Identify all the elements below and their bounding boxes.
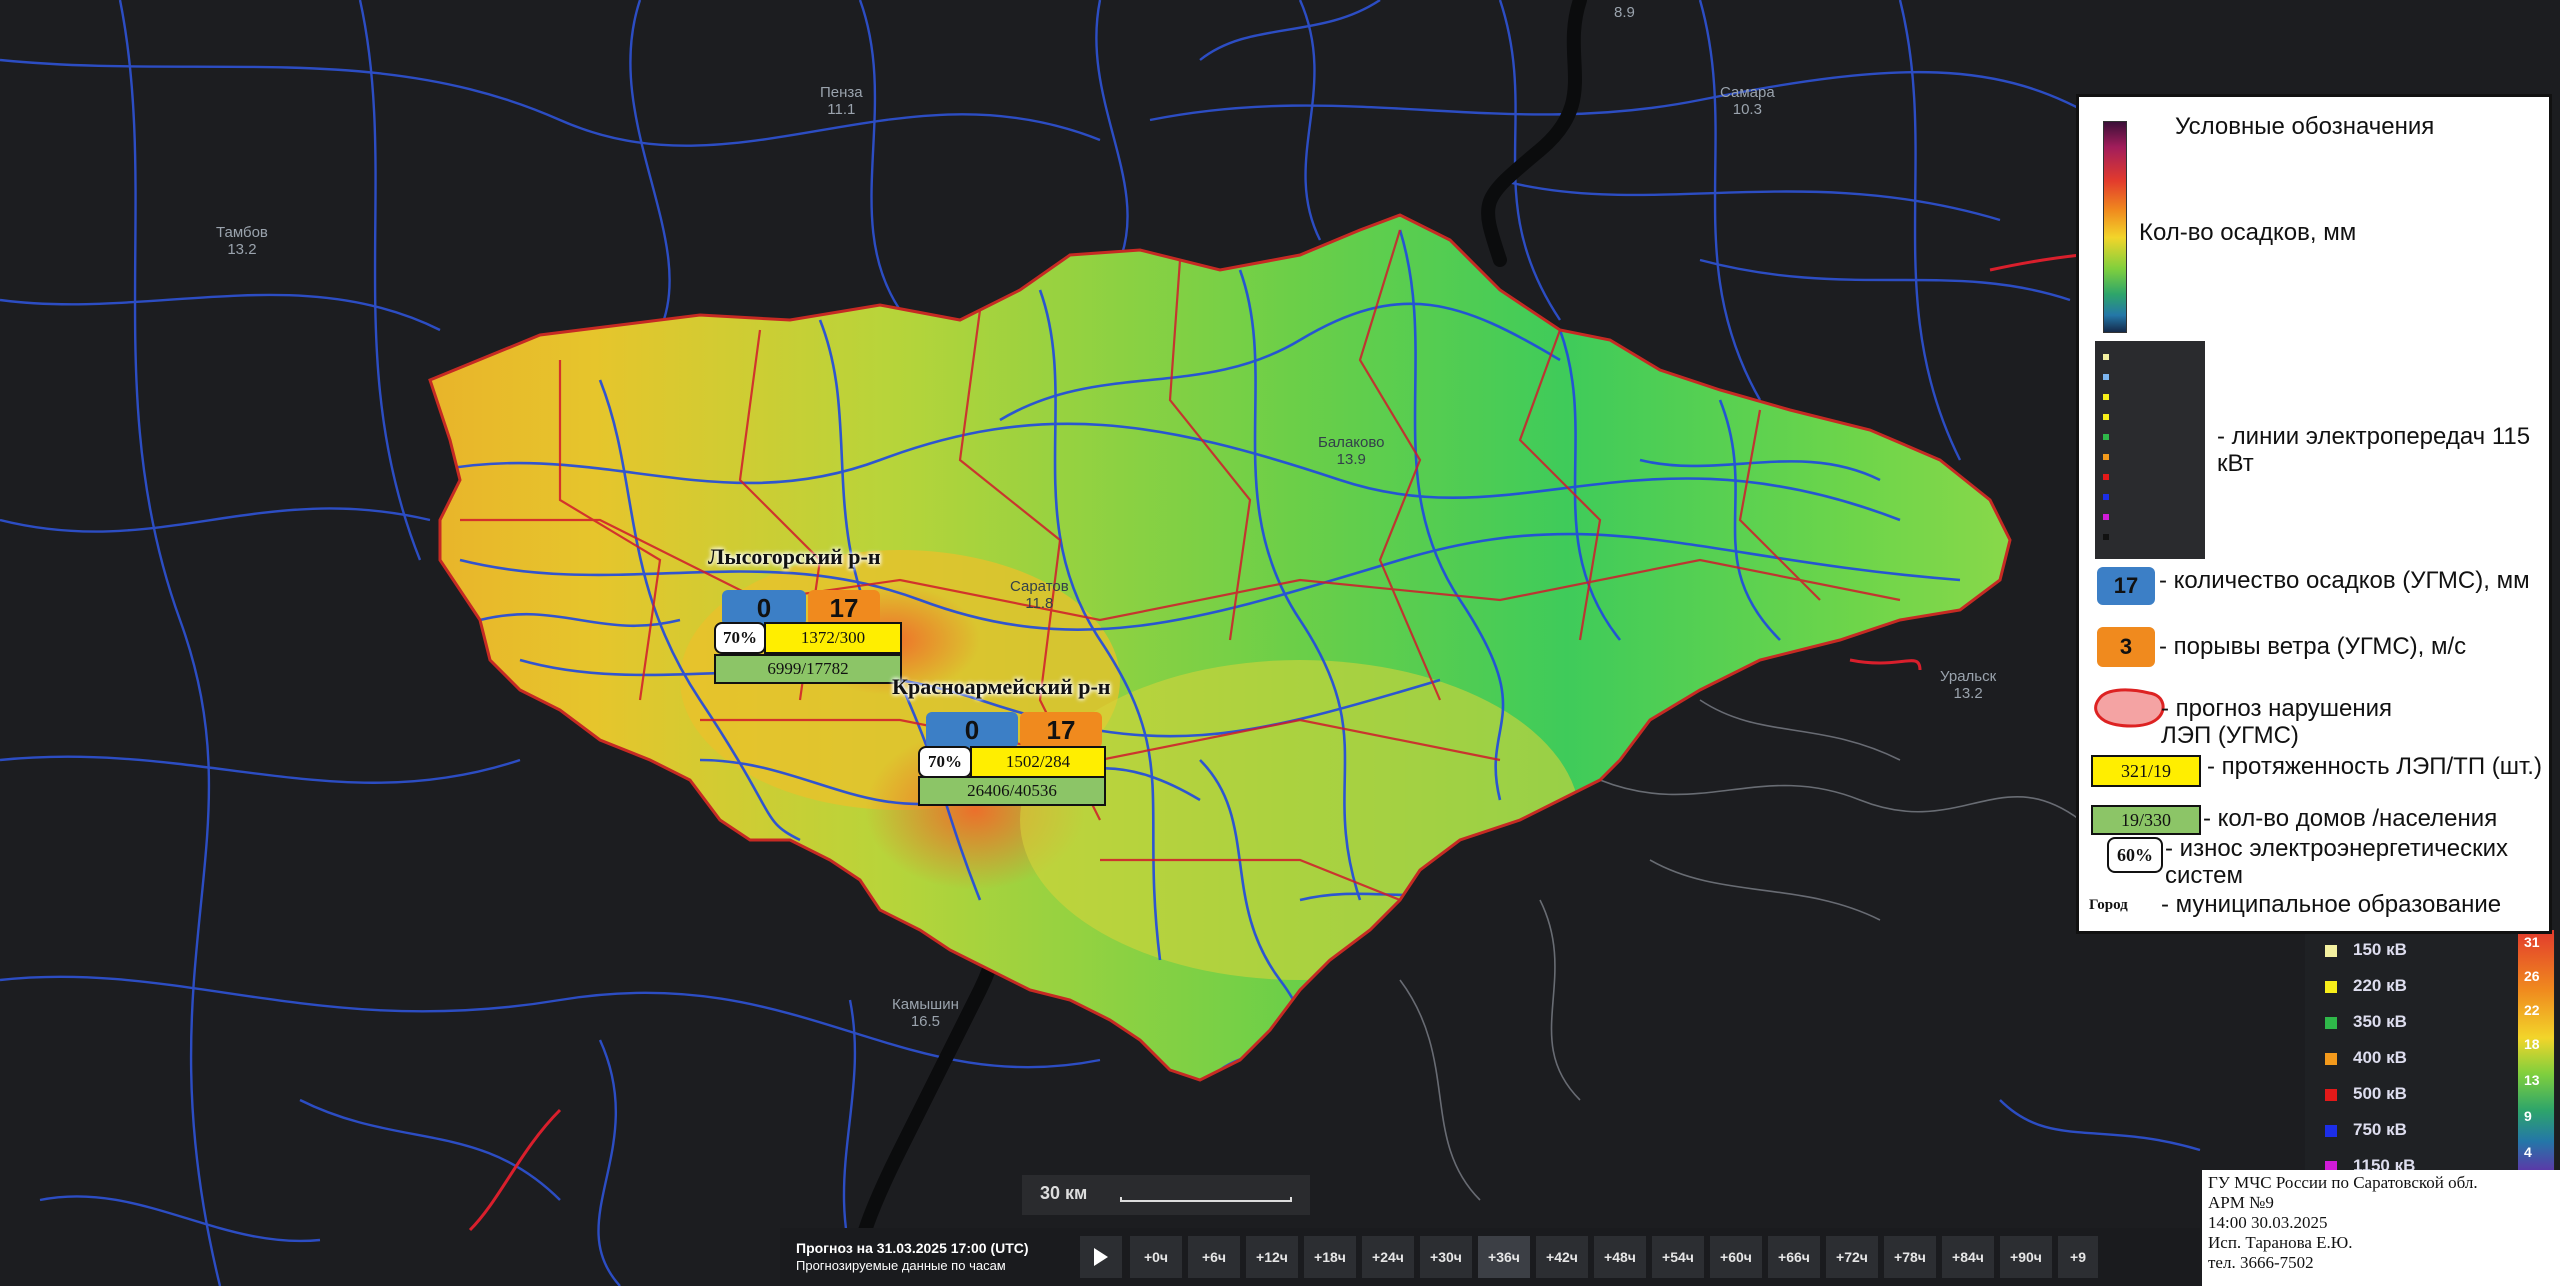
district-name: Лысогорский р-н [708, 544, 881, 569]
timeline-step-60[interactable]: +60ч [1710, 1236, 1762, 1278]
timeline-step-78[interactable]: +78ч [1884, 1236, 1936, 1278]
precip-scale-tick: 4 [2524, 1144, 2532, 1160]
timeline-step-54[interactable]: +54ч [1652, 1236, 1704, 1278]
wear-label: - износ электроэнергетических систем [2165, 835, 2508, 889]
timeline-step-90[interactable]: +90ч [2000, 1236, 2052, 1278]
timeline-step-96[interactable]: +9 [2058, 1236, 2098, 1278]
legend-panel: Условные обозначения Кол-во осадков, мм … [2076, 94, 2552, 934]
legend-title: Условные обозначения [2175, 113, 2435, 140]
timeline-step-18[interactable]: +18ч [1304, 1236, 1356, 1278]
wind-badge: 17 [1020, 712, 1102, 748]
wind-sample-badge: 3 [2097, 627, 2155, 667]
rain-label: - количество осадков (УГМС), мм [2159, 567, 2530, 594]
scale-line [1120, 1197, 1292, 1202]
play-button[interactable] [1080, 1236, 1122, 1278]
lines-count-label: - протяженность ЛЭП/ТП (шт.) [2207, 753, 2542, 780]
rain-sample-badge: 17 [2097, 567, 2155, 605]
timeline-step-6[interactable]: +6ч [1188, 1236, 1240, 1278]
wear-box: 70% [918, 746, 972, 778]
precip-scale-bar [2518, 930, 2554, 1170]
houses-label: - кол-во домов /населения [2203, 805, 2498, 832]
background-grey-roads [1399, 699, 2081, 1201]
houses-sample-box: 19/330 [2091, 805, 2201, 835]
wind-badge: 17 [808, 590, 880, 626]
play-icon [1094, 1248, 1108, 1266]
timeline-step-72[interactable]: +72ч [1826, 1236, 1878, 1278]
stamp-org: ГУ МЧС России по Саратовской обл. [2208, 1173, 2478, 1192]
lines-sample-box: 321/19 [2091, 755, 2201, 787]
precip-color-bar [2103, 121, 2127, 333]
houses-box: 6999/17782 [714, 654, 902, 684]
voltage-item: 350 кВ [2325, 1012, 2407, 1032]
wear-sample-box: 60% [2107, 837, 2163, 873]
saratov-region-border [428, 213, 2012, 1082]
timeline-step-36[interactable]: +36ч [1478, 1236, 1530, 1278]
voltage-item: 400 кВ [2325, 1048, 2407, 1068]
voltage-item: 500 кВ [2325, 1084, 2407, 1104]
precip-scale-tick: 22 [2524, 1002, 2540, 1018]
city-label-top: 8.9 [1614, 4, 1635, 21]
author-stamp: ГУ МЧС России по Саратовской обл. АРМ №9… [2202, 1170, 2560, 1286]
forecast-subtitle: Прогнозируемые данные по часам [796, 1258, 1006, 1273]
rain-badge: 0 [926, 712, 1018, 748]
background-power-lines [0, 0, 2201, 1286]
timeline-step-30[interactable]: +30ч [1420, 1236, 1472, 1278]
rain-badge: 0 [722, 590, 806, 626]
voltage-item: 750 кВ [2325, 1120, 2407, 1140]
city-sample: Город [2089, 897, 2128, 913]
timeline-step-84[interactable]: +84ч [1942, 1236, 1994, 1278]
voltage-legend-panel: 150 кВ 220 кВ 350 кВ 400 кВ 500 кВ 750 к… [2305, 934, 2555, 1176]
stamp-workstation: АРМ №9 [2208, 1193, 2274, 1212]
scale-label: 30 км [1040, 1183, 1088, 1203]
precip-scale-tick: 9 [2524, 1108, 2532, 1124]
voltage-item: 220 кВ [2325, 976, 2407, 996]
houses-box: 26406/40536 [918, 776, 1106, 806]
timeline-step-42[interactable]: +42ч [1536, 1236, 1588, 1278]
timeline-step-48[interactable]: +48ч [1594, 1236, 1646, 1278]
wear-box: 70% [714, 622, 766, 654]
power-lines-legend-sample [2095, 341, 2205, 559]
lines-box: 1502/284 [970, 746, 1106, 778]
precip-scale-tick: 18 [2524, 1036, 2540, 1052]
precip-scale-tick: 13 [2524, 1072, 2540, 1088]
wind-label: - порывы ветра (УГМС), м/с [2159, 633, 2467, 660]
timeline-step-24[interactable]: +24ч [1362, 1236, 1414, 1278]
city-label: - муниципальное образование [2161, 891, 2502, 918]
timeline-step-66[interactable]: +66ч [1768, 1236, 1820, 1278]
precip-scale-tick: 26 [2524, 968, 2540, 984]
timeline-step-12[interactable]: +12ч [1246, 1236, 1298, 1278]
voltage-item: 150 кВ [2325, 940, 2407, 960]
scale-bar: 30 км [1022, 1175, 1310, 1215]
precip-label: Кол-во осадков, мм [2139, 219, 2357, 246]
stamp-phone: тел. 3666-7502 [2208, 1253, 2314, 1272]
lines-box: 1372/300 [764, 622, 902, 654]
outage-label: - прогноз нарушения ЛЭП (УГМС) [2161, 695, 2393, 749]
precip-scale-tick: 31 [2524, 934, 2540, 950]
timeline-step-0[interactable]: +0ч [1130, 1236, 1182, 1278]
outage-sample-shape [2094, 688, 2165, 728]
stamp-author: Исп. Таранова Е.Ю. [2208, 1233, 2353, 1252]
forecast-title: Прогноз на 31.03.2025 17:00 (UTC) [796, 1240, 1029, 1256]
lines-label: - линии электропередач 115 кВт [2217, 423, 2531, 477]
district-name: Красноармейский р-н [892, 674, 1111, 699]
forecast-timeline[interactable]: Прогноз на 31.03.2025 17:00 (UTC) Прогно… [780, 1228, 2200, 1286]
stamp-datetime: 14:00 30.03.2025 [2208, 1213, 2328, 1232]
